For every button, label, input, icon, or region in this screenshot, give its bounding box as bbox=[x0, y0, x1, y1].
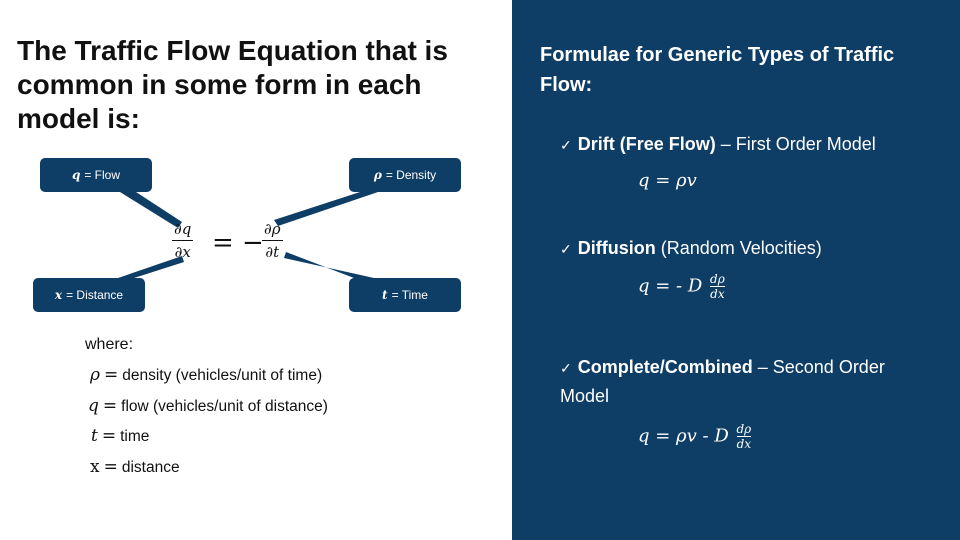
connector-density bbox=[274, 192, 378, 226]
check-icon: ✓ bbox=[560, 241, 572, 257]
rhs-numerator: ∂ρ bbox=[262, 220, 283, 241]
label-flow: q= Flow bbox=[40, 158, 152, 192]
item-rest: – First Order Model bbox=[715, 134, 876, 154]
definition-symbol: t bbox=[91, 426, 98, 446]
label-distance: x= Distance bbox=[33, 278, 145, 312]
definition-symbol: q bbox=[88, 396, 99, 416]
definition-symbol: ρ bbox=[90, 365, 100, 385]
definition-equals: = bbox=[104, 365, 119, 385]
formula-text: q = ρv - D bbox=[638, 425, 729, 447]
density-label-text: = Density bbox=[385, 168, 437, 182]
left-panel bbox=[0, 0, 512, 540]
item-diffusion: ✓ Diffusion (Random Velocities) bbox=[560, 234, 930, 263]
lhs-numerator: ∂q bbox=[172, 220, 194, 241]
definition-equals: = bbox=[103, 457, 118, 477]
right-panel bbox=[512, 0, 960, 540]
rhs-fraction: ∂ρ ∂t bbox=[262, 220, 283, 261]
item-drift: ✓ Drift (Free Flow) – First Order Model bbox=[560, 130, 930, 159]
label-time: t= Time bbox=[349, 278, 461, 312]
equals-minus: = − bbox=[212, 228, 264, 258]
definition-flow: q=flow (vehicles/unit of distance) bbox=[88, 396, 328, 416]
formula-drift: q = ρv bbox=[638, 170, 697, 191]
slide-title: The Traffic Flow Equation that is common… bbox=[17, 35, 448, 134]
lhs-fraction: ∂q ∂x bbox=[172, 220, 194, 261]
fraction-denominator: dx bbox=[710, 287, 725, 301]
check-icon: ✓ bbox=[560, 360, 572, 376]
definition-text: density (vehicles/unit of time) bbox=[122, 367, 323, 384]
connector-lines bbox=[118, 192, 378, 278]
definition-time: t=time bbox=[91, 426, 149, 446]
fraction-denominator: dx bbox=[736, 437, 752, 451]
rhs-denominator: ∂t bbox=[265, 243, 280, 261]
density-symbol: ρ bbox=[373, 168, 382, 182]
definition-density: ρ=density (vehicles/unit of time) bbox=[90, 365, 322, 385]
item-rest: (Random Velocities) bbox=[655, 238, 822, 258]
item-bold: Drift (Free Flow) bbox=[577, 134, 716, 154]
connector-distance bbox=[118, 256, 184, 278]
lhs-denominator: ∂x bbox=[174, 243, 191, 261]
flow-symbol: q bbox=[71, 168, 81, 182]
formulae-title: Formulae for Generic Types of Traffic Fl… bbox=[540, 44, 895, 96]
definition-text: distance bbox=[121, 459, 180, 476]
formula-text: q = ρv bbox=[638, 170, 697, 191]
distance-label-text: = Distance bbox=[66, 288, 124, 302]
definition-equals: = bbox=[101, 426, 117, 446]
definition-equals: = bbox=[102, 396, 118, 416]
time-symbol: t bbox=[382, 288, 388, 302]
item-rest: – Second Order Model bbox=[560, 357, 885, 406]
fraction-numerator: dρ bbox=[736, 422, 752, 437]
check-icon: ✓ bbox=[560, 137, 572, 153]
time-label-text: = Time bbox=[391, 288, 428, 302]
item-bold: Diffusion bbox=[577, 238, 656, 258]
definition-distance: x=distance bbox=[90, 457, 180, 477]
definition-symbol: x bbox=[90, 457, 100, 477]
item-complete: ✓ Complete/Combined – Second Order Model bbox=[560, 353, 920, 410]
flow-label-text: = Flow bbox=[84, 168, 121, 182]
distance-symbol: x bbox=[54, 288, 63, 302]
fraction-numerator: dρ bbox=[710, 272, 725, 287]
label-density: ρ= Density bbox=[349, 158, 461, 192]
connector-flow bbox=[120, 192, 182, 228]
formula-text: q = - D bbox=[638, 275, 703, 297]
traffic-flow-equation: ∂q ∂x = − ∂ρ ∂t bbox=[172, 216, 302, 274]
definition-text: time bbox=[120, 428, 150, 445]
where-label: where: bbox=[85, 336, 134, 353]
definition-text: flow (vehicles/unit of distance) bbox=[121, 398, 328, 415]
item-bold: Complete/Combined bbox=[577, 357, 753, 377]
